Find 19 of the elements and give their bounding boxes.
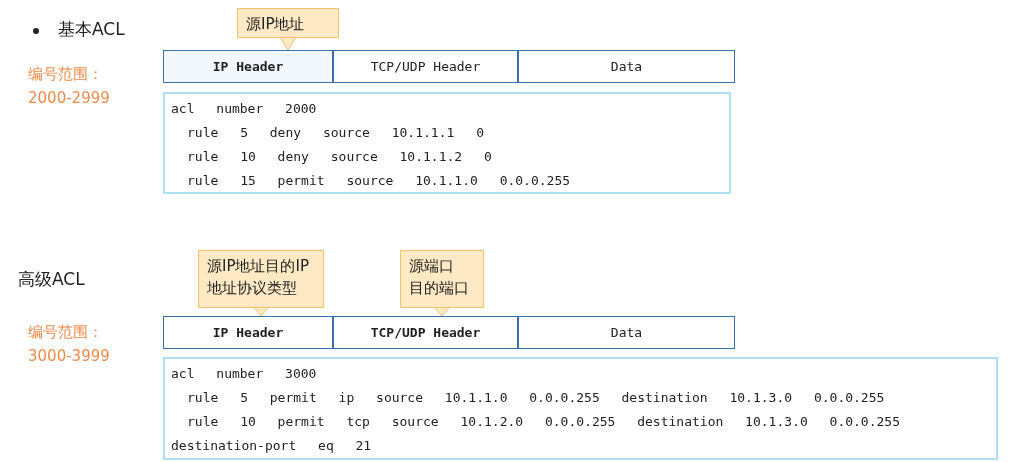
acl-rule-line: rule 10 permit tcp source 10.1.2.0 0.0.0.255 destination 10.1.3.0 0.0.0.255 destination-port eq 21 — [171, 413, 901, 455]
acl-rule-line: rule 5 permit ip source 10.1.1.0 0.0.0.255 destination 10.1.3.0 0.0.0.255 — [186, 389, 886, 407]
header-field: IP Header — [163, 50, 333, 83]
header-field: TCP/UDP Header — [333, 316, 518, 349]
acl-rule-line: rule 10 deny source 10.1.1.2 0 — [186, 148, 493, 166]
header-field: TCP/UDP Header — [333, 50, 518, 83]
acl-rule-line: rule 15 permit source 10.1.1.0 0.0.0.255 — [186, 172, 572, 190]
section-heading: 基本ACL — [58, 18, 125, 41]
code-line: acl number 3000 — [171, 365, 318, 383]
header-field: IP Header — [163, 316, 333, 349]
header-field: Data — [518, 50, 735, 83]
code-line: acl number 2000 — [171, 100, 318, 118]
acl-rule-line: rule 5 deny source 10.1.1.1 0 — [186, 124, 485, 142]
callout-note: 源端口目的端口 — [400, 250, 484, 308]
section-heading: 高级ACL — [18, 268, 85, 291]
header-field: Data — [518, 316, 735, 349]
number-range-note: 编号范围：3000-3999 — [28, 322, 111, 367]
callout-note: 源IP地址目的IP地址协议类型 — [198, 250, 324, 308]
number-range-note: 编号范围：2000-2999 — [28, 64, 111, 109]
